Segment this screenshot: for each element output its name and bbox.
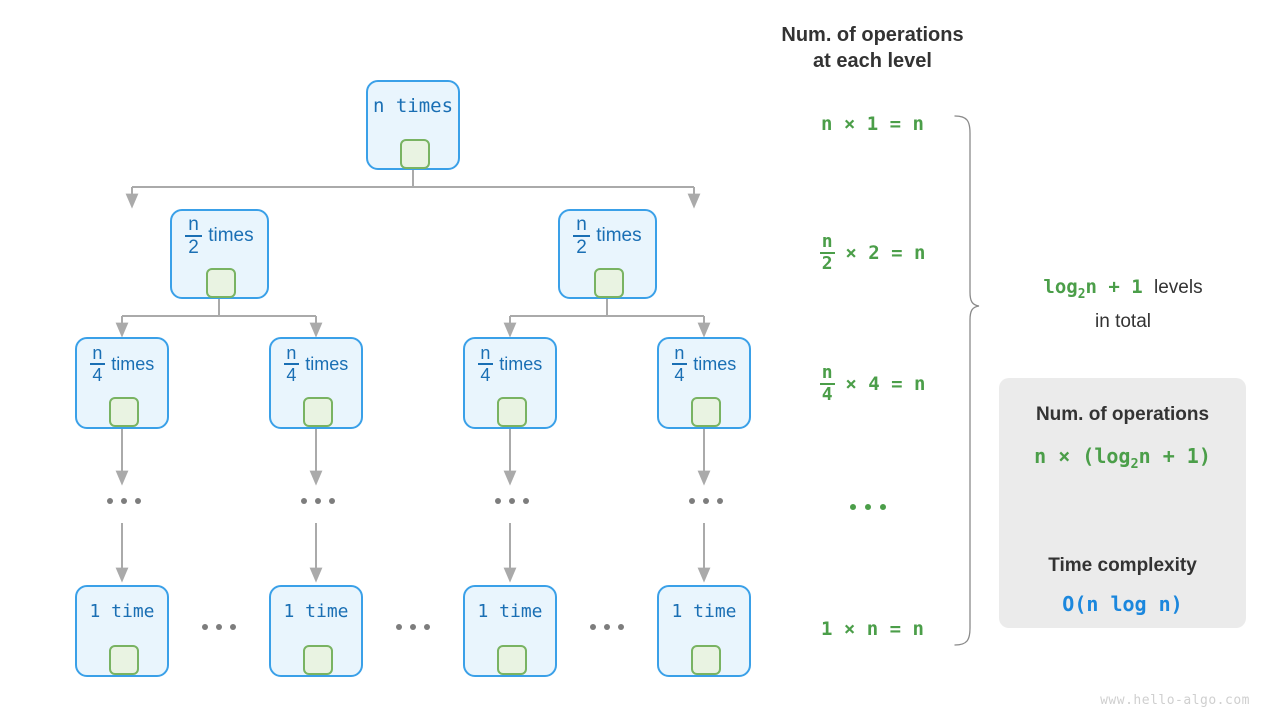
tree-node-label: 1 time <box>89 600 155 622</box>
fraction: n 4 <box>89 344 105 384</box>
tree-row-separator-0 <box>202 624 236 630</box>
operations-column-title-line2: at each level <box>813 50 932 72</box>
operations-row-text: × 4 = n <box>845 373 926 395</box>
operations-row-level3: n 4 × 4 = n <box>760 364 985 404</box>
operation-unit-icon <box>303 397 333 427</box>
operation-unit-icon <box>303 645 333 675</box>
summary-card: Num. of operations n × (log2n + 1) Time … <box>999 378 1246 628</box>
operations-row-text: n × 1 = n <box>821 113 924 135</box>
fraction: n 4 <box>819 364 835 404</box>
operations-row-text: 1 × n = n <box>821 618 924 640</box>
operations-column-title: Num. of operations at each level <box>760 22 985 74</box>
tree-node-level3-3[interactable]: n 4 times <box>657 337 751 429</box>
operations-row-level2: n 2 × 2 = n <box>760 233 985 273</box>
operation-unit-icon <box>594 268 624 298</box>
tree-node-label: n times <box>372 95 454 117</box>
operation-unit-icon <box>691 645 721 675</box>
tree-row-separator-2 <box>590 624 624 630</box>
operation-unit-icon <box>497 397 527 427</box>
fraction: n 4 <box>477 344 493 384</box>
fraction: n 2 <box>185 215 202 257</box>
tree-node-label: 1 time <box>671 600 737 622</box>
summary-operations-formula: n × (log2n + 1) <box>1034 444 1211 472</box>
tree-node-label: 1 time <box>283 600 349 622</box>
operation-unit-icon <box>497 645 527 675</box>
tree-level4-ellipsis-3 <box>689 498 723 504</box>
tree-node-label: n 4 times <box>77 344 167 384</box>
tree-node-level3-1[interactable]: n 4 times <box>269 337 363 429</box>
watermark: www.hello-algo.com <box>1100 693 1250 708</box>
tree-level4-ellipsis-0 <box>107 498 141 504</box>
operations-row-ellipsis <box>850 504 886 510</box>
operation-unit-icon <box>206 268 236 298</box>
tree-node-level3-0[interactable]: n 4 times <box>75 337 169 429</box>
tree-node-level2-1[interactable]: n 2 times <box>558 209 657 299</box>
total-levels-word: levels <box>1154 277 1203 298</box>
tree-node-label: n 4 times <box>465 344 555 384</box>
total-levels-word2: in total <box>1095 310 1151 332</box>
tree-node-label: n 4 times <box>271 344 361 384</box>
operation-unit-icon <box>109 645 139 675</box>
tree-level4-ellipsis-1 <box>301 498 335 504</box>
summary-complexity-result: O(n log n) <box>1062 592 1183 616</box>
fraction: n 4 <box>283 344 299 384</box>
tree-node-level5-3[interactable]: 1 time <box>657 585 751 677</box>
operations-row-text: × 2 = n <box>845 242 926 264</box>
tree-node-label: n 2 times <box>172 215 267 257</box>
tree-node-level5-0[interactable]: 1 time <box>75 585 169 677</box>
summary-operations-title: Num. of operations <box>1035 404 1210 425</box>
summary-complexity-title: Time complexity <box>1048 555 1197 576</box>
tree-node-level2-0[interactable]: n 2 times <box>170 209 269 299</box>
tree-node-label: 1 time <box>477 600 543 622</box>
fraction: n 4 <box>671 344 687 384</box>
tree-node-label: n 4 times <box>659 344 749 384</box>
operation-unit-icon <box>109 397 139 427</box>
tree-node-label: n 2 times <box>560 215 655 257</box>
tree-node-level1-0[interactable]: n times <box>366 80 460 170</box>
tree-node-level5-2[interactable]: 1 time <box>463 585 557 677</box>
fraction: n 2 <box>819 233 835 273</box>
operations-row-level5: 1 × n = n <box>760 616 985 642</box>
tree-node-level3-2[interactable]: n 4 times <box>463 337 557 429</box>
tree-row-separator-1 <box>396 624 430 630</box>
total-levels-formula: log2n + 1 <box>1043 276 1143 302</box>
operation-unit-icon <box>400 139 430 169</box>
tree-level4-ellipsis-2 <box>495 498 529 504</box>
fraction: n 2 <box>573 215 590 257</box>
operation-unit-icon <box>691 397 721 427</box>
operations-column-title-line1: Num. of operations <box>781 24 964 46</box>
total-levels-note: log2n + 1 levels in total <box>1005 274 1241 335</box>
operations-row-level1: n × 1 = n <box>760 111 985 137</box>
tree-node-level5-1[interactable]: 1 time <box>269 585 363 677</box>
